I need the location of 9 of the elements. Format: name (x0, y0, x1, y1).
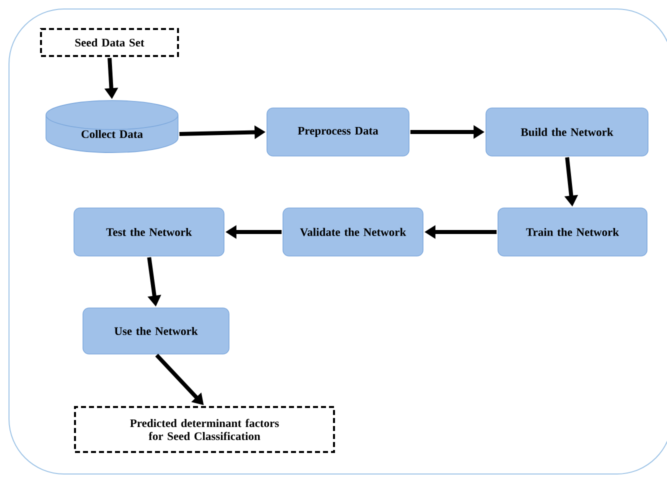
process-box: Validate the Network (282, 208, 424, 256)
process-box: Build the Network (486, 108, 648, 156)
process-box: Test the Network (74, 208, 224, 256)
database-cylinder: Collect Data (46, 100, 178, 153)
process-box: Use the Network (82, 308, 230, 354)
process-box: Preprocess Data (266, 108, 410, 156)
process-box: Train the Network (498, 208, 648, 256)
dashed-box: Predicted determinant factors for Seed Classification (74, 406, 335, 453)
dashed-box: Seed Data Set (40, 28, 179, 57)
